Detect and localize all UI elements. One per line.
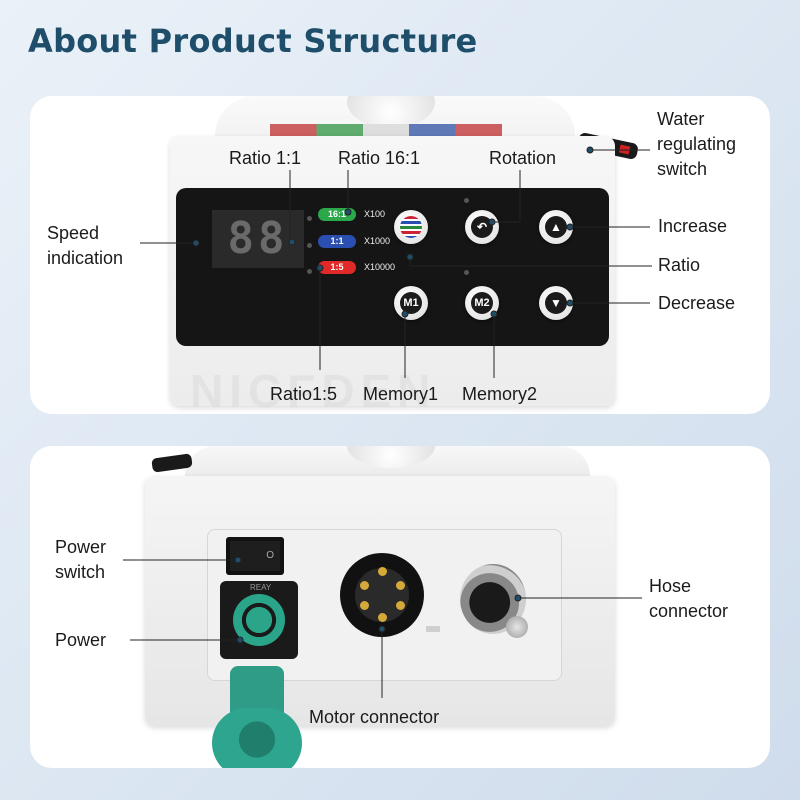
ratio-1-1-pill: 1:1	[318, 235, 356, 248]
indicator-led	[307, 269, 312, 274]
label-memory2: Memory2	[462, 384, 538, 404]
indicator-led	[307, 216, 312, 221]
power-cap	[212, 708, 302, 768]
connector-pin	[396, 601, 405, 610]
hose-connector-tip	[506, 616, 528, 638]
label-hose-line1: Hose	[649, 576, 692, 596]
memory-led	[464, 270, 469, 275]
label-speed-line2: indication	[47, 248, 124, 268]
page-title: About Product Structure	[28, 22, 478, 60]
brand-watermark: NICFDEN	[190, 365, 437, 414]
control-panel: 88 16:1 X100 1:1 X1000 1:5 X10000 ↶ ▲ M1…	[176, 188, 609, 346]
arrow-down-icon: ▼	[545, 292, 567, 314]
device-handle	[347, 446, 435, 468]
callout-lines	[123, 556, 642, 698]
label-water-switch-line2: regulating	[657, 134, 737, 154]
connector-pin	[396, 581, 405, 590]
motor-connector[interactable]	[340, 553, 424, 637]
power-switch-mark: O	[230, 541, 280, 571]
label-water-switch-line1: Water	[657, 109, 705, 129]
label-water-switch-line3: switch	[657, 159, 708, 179]
label-power-switch-line2: switch	[55, 562, 106, 582]
arrow-up-icon: ▲	[545, 216, 567, 238]
label-ratio: Ratio	[658, 255, 701, 275]
label-power-switch-line1: Power	[55, 537, 107, 557]
memory1-button[interactable]: M1	[394, 286, 428, 320]
connector-pin	[360, 601, 369, 610]
ratio-1-5-pill: 1:5	[318, 261, 356, 274]
power-socket[interactable]: REAY	[220, 581, 298, 659]
label-increase: Increase	[658, 216, 728, 236]
label-ratio-16-1: Ratio 16:1	[338, 148, 421, 168]
label-speed-indication: Speed indication	[47, 221, 123, 271]
label-ratio-1-5: Ratio1:5	[270, 384, 338, 404]
ratio-16-1-multiplier: X100	[364, 209, 386, 219]
ratio-1-5-multiplier: X10000	[364, 262, 396, 272]
label-water-switch: Water regulating switch	[657, 107, 736, 182]
label-hose-connector: Hose connector	[649, 574, 728, 624]
connector-pin	[378, 613, 387, 622]
label-rotation: Rotation	[489, 148, 557, 168]
control-panel-card: 88 16:1 X100 1:1 X1000 1:5 X10000 ↶ ▲ M1…	[30, 96, 770, 414]
label-speed-line1: Speed	[47, 223, 100, 243]
power-switch[interactable]: O	[226, 537, 284, 575]
ratio-icon	[400, 216, 422, 238]
ratio-button[interactable]	[394, 210, 428, 244]
memory1-button-label: M1	[400, 292, 422, 314]
label-motor-connector: Motor connector	[309, 707, 440, 727]
label-ratio-1-1: Ratio 1:1	[229, 148, 302, 168]
label-memory1: Memory1	[363, 384, 439, 404]
power-socket-label: REAY	[250, 583, 272, 592]
connector-pin	[360, 581, 369, 590]
connector-pin	[378, 567, 387, 576]
rear-panel-card: O REAY Power switch Power Hose	[30, 446, 770, 768]
ratio-1-1-multiplier: X1000	[364, 236, 391, 246]
memory2-button-label: M2	[471, 292, 493, 314]
indicator-slot	[426, 626, 440, 632]
label-decrease: Decrease	[658, 293, 736, 313]
rotation-led	[464, 198, 469, 203]
label-hose-line2: connector	[649, 601, 729, 621]
label-power: Power	[55, 630, 107, 650]
label-power-switch: Power switch	[55, 535, 106, 585]
increase-button[interactable]: ▲	[539, 210, 573, 244]
callout-lines	[140, 146, 652, 378]
rotation-icon: ↶	[471, 216, 493, 238]
indicator-led	[307, 243, 312, 248]
rotation-button[interactable]: ↶	[465, 210, 499, 244]
speed-display: 88	[212, 210, 304, 268]
